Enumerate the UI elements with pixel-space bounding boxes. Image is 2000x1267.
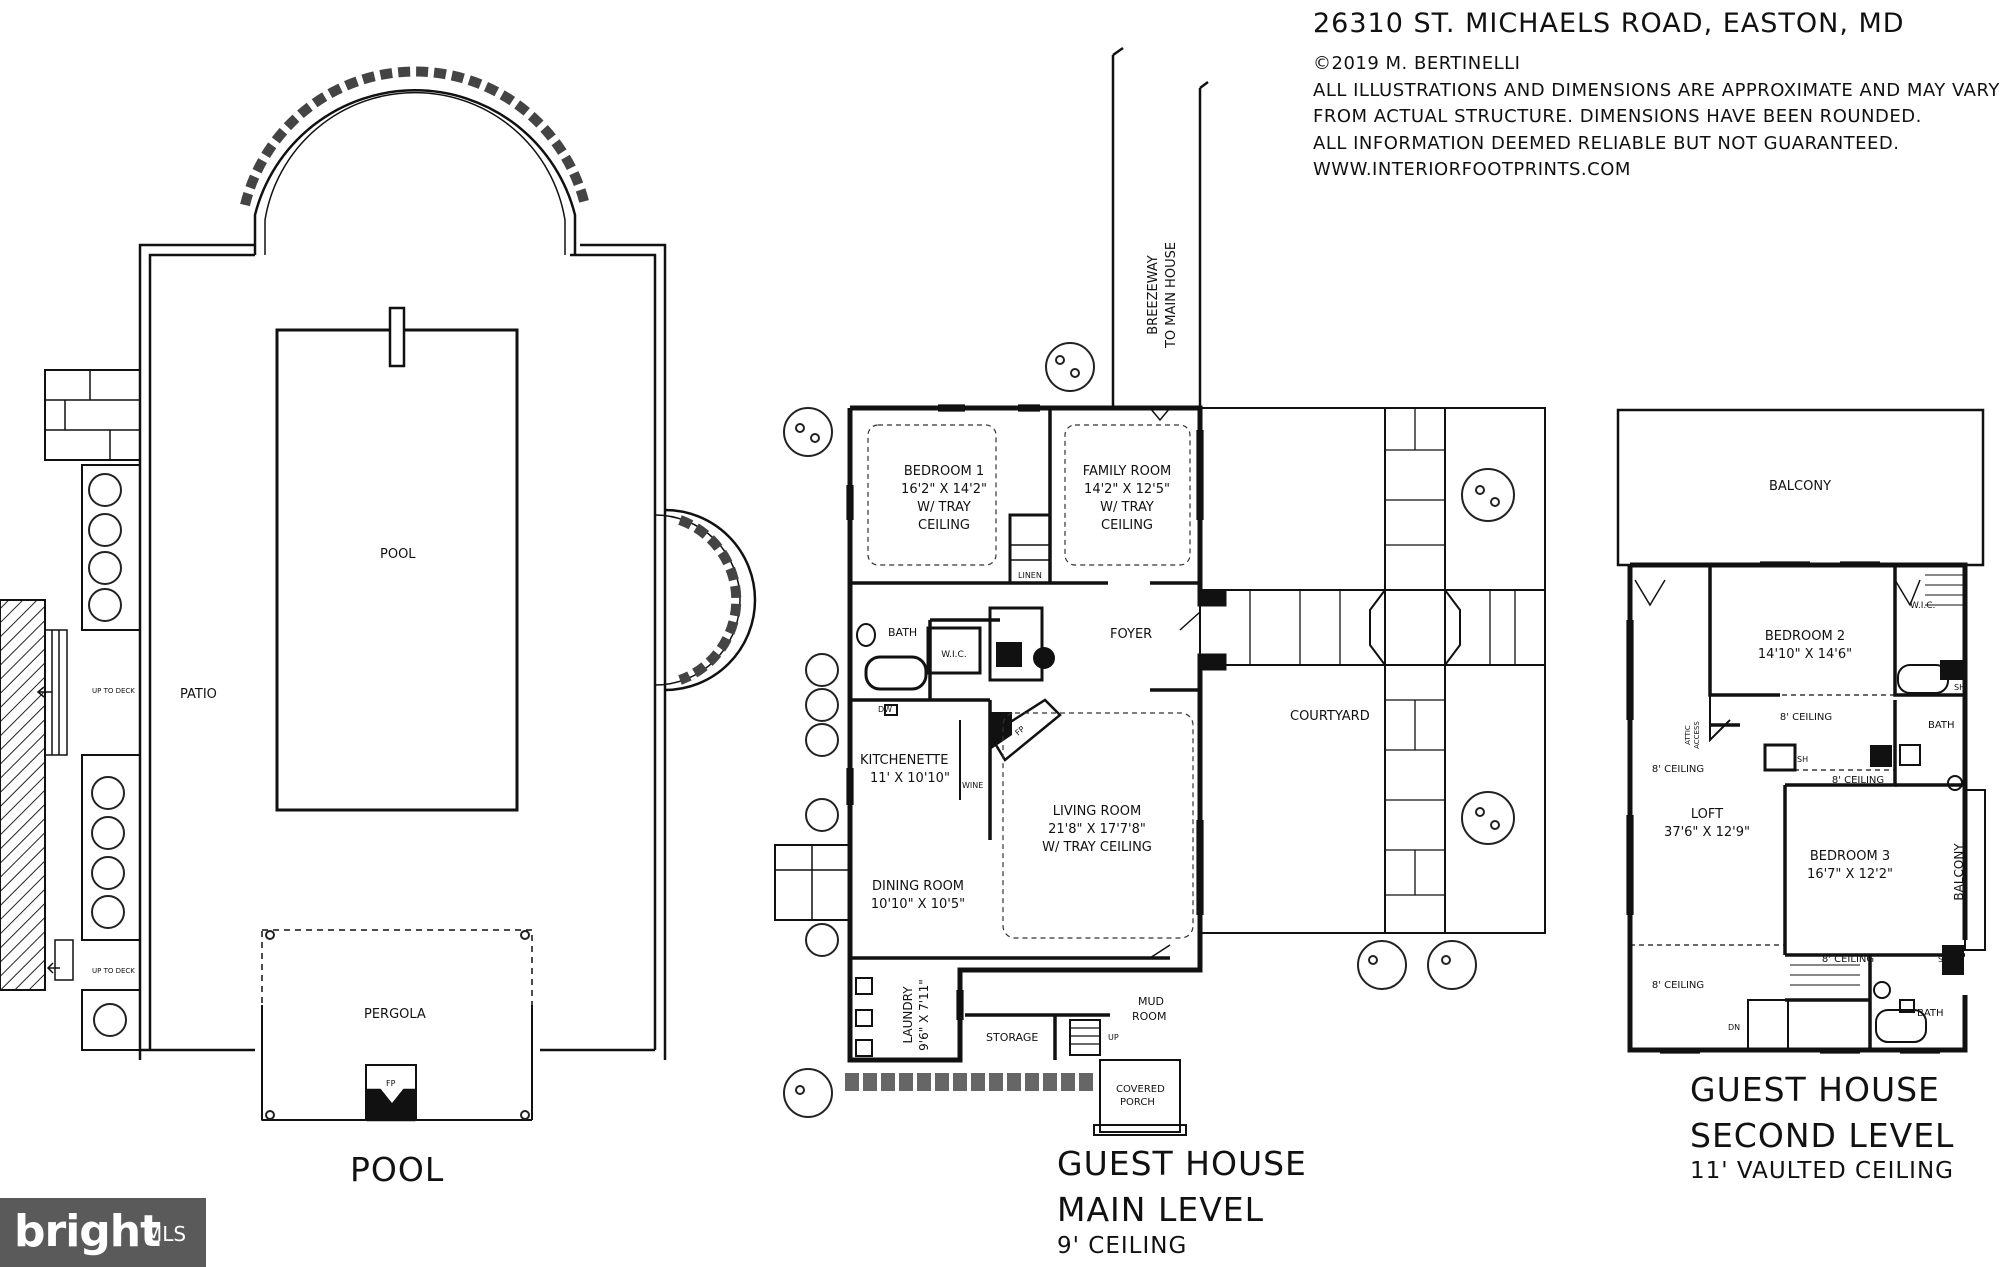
courtyard (1199, 407, 1546, 934)
second-level-caption-2: SECOND LEVEL (1690, 1116, 1955, 1155)
wic-label: W.I.C. (941, 650, 966, 660)
trees (783, 342, 1515, 1118)
sh-label-1: SH (1954, 683, 1965, 692)
pergola-fp-label: FP (386, 1079, 396, 1088)
dn-label: DN (1728, 1023, 1740, 1032)
fp-label: FP (1014, 724, 1027, 737)
bath-label: BATH (888, 626, 917, 639)
dining-room-size: 10'10" X 10'5" (871, 897, 965, 912)
attic-label-1: ATTIC (1684, 725, 1692, 745)
balcony-side-label: BALCONY (1952, 843, 1966, 901)
up-to-deck-label-1: UP TO DECK (92, 687, 135, 695)
bedroom1-ceiling: CEILING (918, 518, 970, 533)
covered-porch-label-1: COVERED (1116, 1084, 1165, 1095)
kitchenette-name: KITCHENETTE (860, 753, 948, 768)
balcony-top-label: BALCONY (1769, 479, 1831, 494)
courtyard-label: COURTYARD (1290, 709, 1370, 724)
kitchenette-size: 11' X 10'10" (870, 771, 950, 786)
sh-label-3: SH (1938, 955, 1949, 964)
disclaimer-line-3: ALL INFORMATION DEEMED RELIABLE BUT NOT … (1313, 132, 1900, 154)
storage-label: STORAGE (986, 1031, 1038, 1044)
bath-3-label: BATH (1917, 1008, 1944, 1019)
pool-caption: POOL (350, 1150, 445, 1189)
logo-brand: bright (14, 1206, 161, 1257)
bedroom3-ceiling-bottom: 8' CEILING (1822, 954, 1874, 965)
second-level-ceiling-caption: 11' VAULTED CEILING (1690, 1158, 1954, 1184)
bedroom3-ceiling-top: 8' CEILING (1832, 775, 1884, 786)
logo-suffix: MLS (145, 1222, 187, 1246)
living-room-tray: W/ TRAY CEILING (1042, 840, 1152, 855)
foyer-label: FOYER (1110, 627, 1152, 642)
main-level-ceiling-caption: 9' CEILING (1057, 1233, 1188, 1259)
up-to-deck-label-2: UP TO DECK (92, 967, 135, 975)
second-level-caption-1: GUEST HOUSE (1690, 1070, 1940, 1109)
second-level-fixtures (1626, 561, 1963, 1054)
shrub-decorations (88, 66, 742, 1120)
sh-label-2: SH (1797, 755, 1808, 764)
main-level-caption-2: MAIN LEVEL (1057, 1190, 1265, 1229)
address-title: 26310 ST. MICHAELS ROAD, EASTON, MD (1313, 8, 1905, 39)
bedroom1-size: 16'2" X 14'2" (901, 482, 987, 497)
living-room-size: 21'8" X 17'7'8" (1048, 822, 1146, 837)
mud-room-label-2: ROOM (1132, 1010, 1166, 1023)
pool-labels: POOL PATIO UP TO DECK UP TO DECK PERGOLA… (36, 547, 426, 1088)
bedroom1-tray: W/ TRAY (917, 500, 971, 515)
mud-room-label-1: MUD (1138, 995, 1164, 1008)
second-level-walls (1616, 408, 1986, 1053)
disclaimer-line-2: FROM ACTUAL STRUCTURE. DIMENSIONS HAVE B… (1313, 106, 1922, 127)
disclaimer-line-1: ALL ILLUSTRATIONS AND DIMENSIONS ARE APP… (1313, 79, 2000, 101)
pool-label: POOL (380, 547, 416, 562)
second-level-labels: BALCONY BEDROOM 2 14'10" X 14'6" W.I.C. … (1652, 479, 1966, 1032)
loft-name: LOFT (1691, 807, 1723, 822)
bedroom3-size: 16'7" X 12'2" (1807, 867, 1893, 882)
laundry-size: 9'6" X 7'11" (917, 979, 931, 1051)
up-label: UP (1108, 1033, 1119, 1042)
covered-porch-label-2: PORCH (1120, 1097, 1155, 1108)
breezeway-label-2: TO MAIN HOUSE (1164, 242, 1179, 349)
patio-label: PATIO (180, 687, 217, 702)
family-room-size: 14'2" X 12'5" (1084, 482, 1170, 497)
wine-label: WINE (962, 781, 983, 790)
bath-2-label: BATH (1928, 720, 1955, 731)
family-room-tray: W/ TRAY (1100, 500, 1154, 515)
bedroom2-size: 14'10" X 14'6" (1758, 647, 1852, 662)
wic-2-label: W.I.C. (1910, 601, 1935, 611)
dw-label: DW (878, 705, 892, 714)
living-room-name: LIVING ROOM (1053, 804, 1141, 819)
bedroom1-name: BEDROOM 1 (904, 464, 984, 479)
pergola-label: PERGOLA (364, 1007, 426, 1022)
website-line: WWW.INTERIORFOOTPRINTS.COM (1313, 159, 1631, 180)
family-room-name: FAMILY ROOM (1083, 464, 1172, 479)
main-level-walls (774, 46, 1227, 1136)
main-level-caption-1: GUEST HOUSE (1057, 1144, 1307, 1183)
bedroom2-ceiling: 8' CEILING (1780, 712, 1832, 723)
main-level-labels: BREEZEWAY TO MAIN HOUSE BEDROOM 1 16'2" … (860, 242, 1370, 1108)
header-block: 26310 ST. MICHAELS ROAD, EASTON, MD ©201… (1313, 8, 2000, 184)
copyright-line: ©2019 M. BERTINELLI (1313, 53, 1521, 74)
main-level-fixtures (846, 404, 1204, 1057)
laundry-name: LAUNDRY (901, 986, 915, 1044)
loft-ceiling-top: 8' CEILING (1652, 764, 1704, 775)
bedroom3-name: BEDROOM 3 (1810, 849, 1890, 864)
bedroom2-name: BEDROOM 2 (1765, 629, 1845, 644)
loft-ceiling-bottom: 8' CEILING (1652, 980, 1704, 991)
linen-label: LINEN (1018, 571, 1042, 580)
breezeway-label-1: BREEZEWAY (1146, 255, 1161, 335)
loft-size: 37'6" X 12'9" (1664, 825, 1750, 840)
tray-ceilings (867, 424, 1194, 939)
family-room-ceiling: CEILING (1101, 518, 1153, 533)
bright-mls-logo: bright MLS (0, 1198, 206, 1267)
attic-label-2: ACCESS (1693, 721, 1701, 749)
pool-plan (0, 89, 757, 1122)
dining-room-name: DINING ROOM (872, 879, 964, 894)
